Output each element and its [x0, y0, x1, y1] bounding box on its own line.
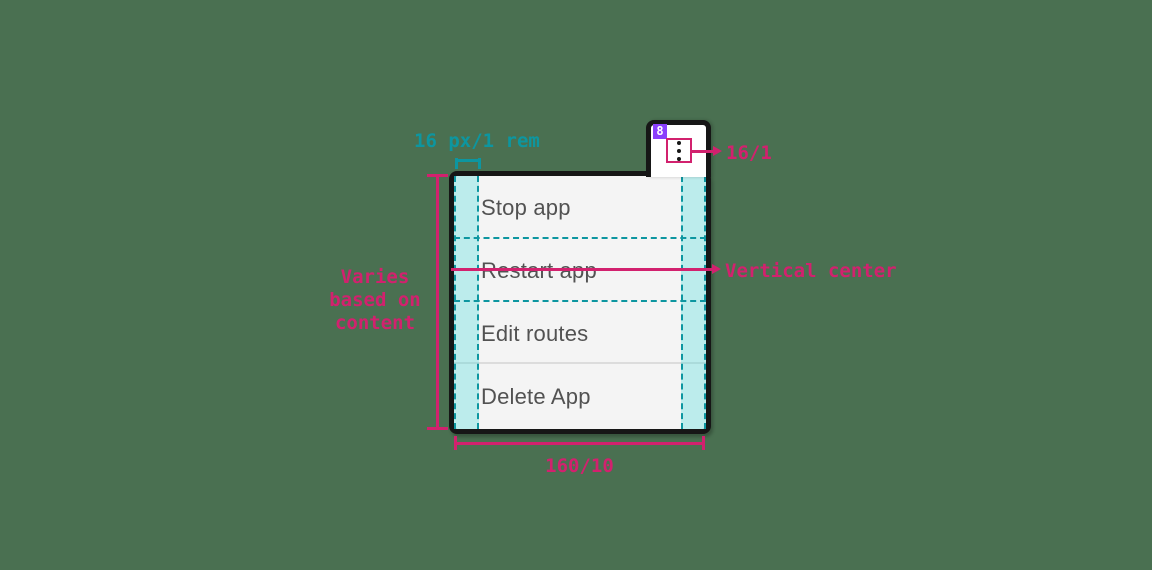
row-spacing-guide-1	[454, 237, 706, 239]
icon-size-callout-arrow	[713, 146, 722, 156]
overflow-menu-panel	[449, 171, 711, 434]
annotation-number-badge: 8	[653, 124, 667, 139]
icon-size-label: 16/1	[726, 142, 772, 164]
height-measure-line	[436, 174, 439, 430]
row-spacing-guide-2	[454, 300, 706, 302]
menu-item-delete-app[interactable]: Delete App	[454, 365, 706, 429]
vertical-center-line	[451, 268, 712, 271]
icon-size-callout-line	[692, 150, 713, 153]
vertical-center-label: Vertical center	[725, 260, 897, 282]
padding-guide-column-right	[681, 176, 706, 429]
height-measure-cap-top	[427, 174, 448, 177]
vertical-center-arrow	[712, 263, 721, 274]
menu-item-label: Delete App	[481, 384, 591, 409]
menu-item-label: Edit routes	[481, 320, 589, 346]
menu-divider	[454, 362, 706, 364]
width-measure-cap-right	[702, 436, 705, 450]
menu-item-restart-app[interactable]: Restart app	[454, 239, 706, 302]
width-measure-cap-left	[454, 436, 457, 450]
overflow-menu-icon	[677, 140, 681, 161]
menu-item-label: Stop app	[481, 194, 571, 220]
padding-label: 16 px/1 rem	[414, 130, 540, 152]
menu-item-label: Restart app	[481, 257, 597, 283]
menu-item-edit-routes[interactable]: Edit routes	[454, 302, 706, 365]
width-measure-line	[454, 442, 705, 445]
icon-size-annotation-box	[666, 138, 692, 163]
height-note: Varies based on content	[329, 266, 421, 334]
height-measure-cap-bottom	[427, 427, 448, 430]
menu-item-stop-app[interactable]: Stop app	[454, 176, 706, 239]
padding-measure-bracket	[455, 158, 481, 169]
padding-guide-column-left	[454, 176, 479, 429]
width-label: 160/10	[545, 455, 614, 477]
